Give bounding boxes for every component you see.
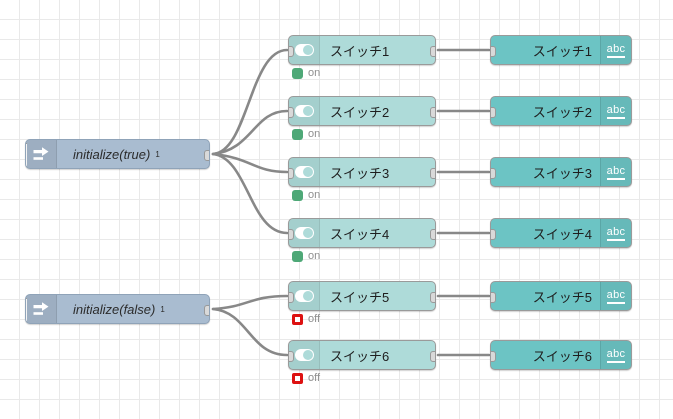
input-port[interactable] (289, 168, 294, 179)
abc-debug-icon-text: abc (606, 226, 626, 241)
inject-trigger-button[interactable] (26, 143, 27, 167)
abc-debug-icon-text: abc (606, 165, 626, 180)
switch-node-label: スイッチ6 (330, 348, 390, 364)
status-dot-icon (292, 67, 303, 79)
input-port[interactable] (289, 351, 294, 362)
toggle-switch-icon (289, 36, 320, 64)
status-dot-icon (292, 313, 303, 325)
status-dot-icon (292, 189, 303, 201)
switch-node-2[interactable]: スイッチ2 (288, 96, 436, 126)
debug-node-2[interactable]: スイッチ2 abc (490, 96, 632, 126)
debug-node-label: スイッチ3 (532, 165, 592, 181)
input-port[interactable] (491, 107, 496, 118)
wire-inject-true-to-switch4 (211, 152, 289, 235)
status-text: on (308, 250, 321, 262)
input-port[interactable] (289, 46, 294, 57)
wire-inject-false-to-switch5 (211, 294, 289, 311)
input-port[interactable] (491, 168, 496, 179)
input-port[interactable] (289, 107, 294, 118)
status-text: off (308, 313, 321, 325)
input-port[interactable] (491, 351, 496, 362)
toggle-switch-icon (289, 341, 320, 369)
abc-debug-icon-text: abc (606, 104, 626, 119)
inject-node-initialize-false[interactable]: initialize(false) 1 (25, 294, 210, 324)
debug-node-label: スイッチ4 (532, 226, 592, 242)
toggle-switch-icon (289, 219, 320, 247)
wire-inject-true-to-switch2 (211, 109, 289, 156)
debug-node-3[interactable]: スイッチ3 abc (490, 157, 632, 187)
abc-debug-icon-text: abc (606, 348, 626, 363)
switch-node-label: スイッチ5 (330, 289, 390, 305)
status-switch-5: off (292, 313, 320, 325)
status-text: on (308, 128, 321, 140)
debug-node-1[interactable]: スイッチ1 abc (490, 35, 632, 65)
inject-node-label: initialize(true) 1 (57, 140, 209, 168)
inject-node-initialize-true[interactable]: initialize(true) 1 (25, 139, 210, 169)
input-port[interactable] (491, 292, 496, 303)
switch-node-4[interactable]: スイッチ4 (288, 218, 436, 248)
status-dot-icon (292, 128, 303, 140)
inject-arrow-icon (26, 140, 57, 168)
wire-inject-true-to-switch3 (211, 152, 289, 174)
inject-arrow-icon (26, 295, 57, 323)
status-switch-6: off (292, 372, 320, 384)
debug-node-label: スイッチ2 (532, 104, 592, 120)
debug-node-label: スイッチ5 (532, 289, 592, 305)
inject-trigger-button[interactable] (26, 298, 27, 322)
abc-debug-icon: abc (600, 36, 631, 64)
inject-label-text: initialize(false) (73, 301, 156, 317)
switch-node-label: スイッチ1 (330, 43, 390, 59)
switch-node-label: スイッチ2 (330, 104, 390, 120)
debug-node-label: スイッチ1 (532, 43, 592, 59)
switch-node-6[interactable]: スイッチ6 (288, 340, 436, 370)
status-dot-icon (292, 372, 303, 384)
status-switch-2: on (292, 128, 320, 140)
status-text: off (308, 372, 321, 384)
input-port[interactable] (491, 229, 496, 240)
toggle-switch-icon (289, 158, 320, 186)
status-switch-3: on (292, 189, 320, 201)
abc-debug-icon: abc (600, 282, 631, 310)
abc-debug-icon: abc (600, 341, 631, 369)
switch-node-5[interactable]: スイッチ5 (288, 281, 436, 311)
debug-node-label: スイッチ6 (532, 348, 592, 364)
debug-node-6[interactable]: スイッチ6 abc (490, 340, 632, 370)
switch-node-label: スイッチ3 (330, 165, 390, 181)
switch-node-1[interactable]: スイッチ1 (288, 35, 436, 65)
debug-node-4[interactable]: スイッチ4 abc (490, 218, 632, 248)
inject-count-badge: 1 (155, 149, 160, 159)
output-port[interactable] (430, 168, 435, 179)
status-switch-1: on (292, 67, 320, 79)
output-port[interactable] (204, 305, 209, 316)
abc-debug-icon: abc (600, 97, 631, 125)
abc-debug-icon-text: abc (606, 289, 626, 304)
toggle-switch-icon (289, 97, 320, 125)
input-port[interactable] (491, 46, 496, 57)
output-port[interactable] (430, 46, 435, 57)
inject-label-text: initialize(true) (73, 146, 151, 162)
status-switch-4: on (292, 250, 320, 262)
abc-debug-icon: abc (600, 219, 631, 247)
status-text: on (308, 189, 321, 201)
inject-node-label: initialize(false) 1 (57, 295, 209, 323)
inject-count-badge: 1 (160, 304, 165, 314)
output-port[interactable] (204, 150, 209, 161)
toggle-switch-icon (289, 282, 320, 310)
wire-inject-false-to-switch6 (211, 307, 289, 357)
abc-debug-icon-text: abc (606, 43, 626, 58)
debug-node-5[interactable]: スイッチ5 abc (490, 281, 632, 311)
output-port[interactable] (430, 292, 435, 303)
status-text: on (308, 67, 321, 79)
wire-inject-true-to-switch1 (211, 48, 289, 156)
status-dot-icon (292, 250, 303, 262)
input-port[interactable] (289, 229, 294, 240)
output-port[interactable] (430, 229, 435, 240)
abc-debug-icon: abc (600, 158, 631, 186)
switch-node-3[interactable]: スイッチ3 (288, 157, 436, 187)
input-port[interactable] (289, 292, 294, 303)
output-port[interactable] (430, 107, 435, 118)
switch-node-label: スイッチ4 (330, 226, 390, 242)
output-port[interactable] (430, 351, 435, 362)
